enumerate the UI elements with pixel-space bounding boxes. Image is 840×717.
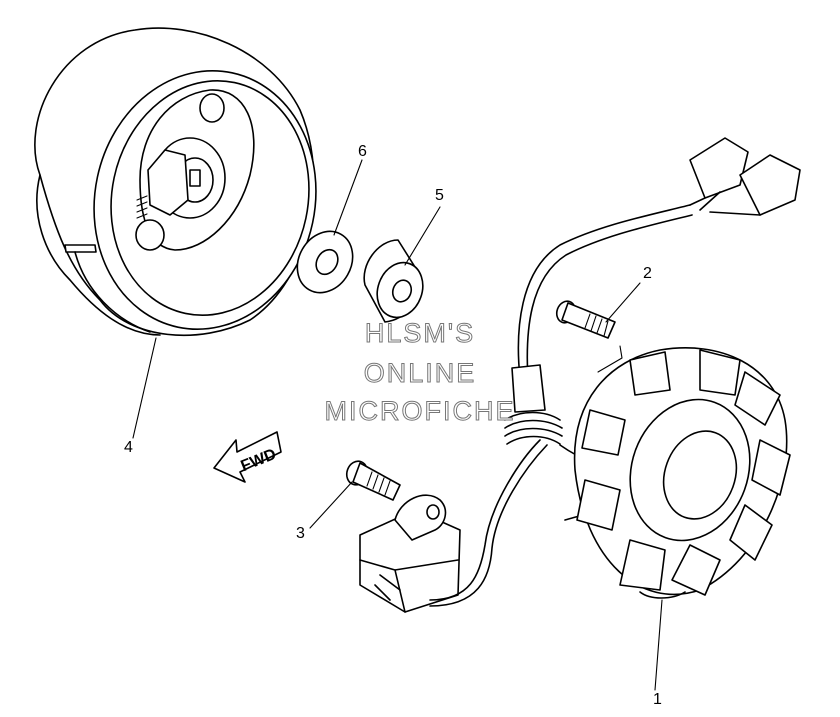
callout-3: 3 xyxy=(296,525,305,542)
callout-5: 5 xyxy=(435,187,444,204)
washer xyxy=(296,230,354,294)
callout-2: 2 xyxy=(643,265,652,282)
bolt-2 xyxy=(555,300,616,339)
forward-arrow-icon: FWD xyxy=(213,431,282,483)
watermark-line-3: MICROFICHE xyxy=(324,396,516,427)
connectors xyxy=(689,137,801,216)
callout-1: 1 xyxy=(653,691,662,708)
leader-lines xyxy=(132,159,663,691)
callout-6: 6 xyxy=(358,143,367,160)
watermark-line-2: ONLINE xyxy=(363,358,477,389)
stator xyxy=(573,347,791,599)
pickup-coil xyxy=(359,494,461,613)
flywheel-rotor xyxy=(34,27,317,337)
wire-harness xyxy=(429,204,693,607)
watermark-line-1: HLSM'S xyxy=(364,318,476,349)
bolt-3 xyxy=(345,460,401,501)
callout-4: 4 xyxy=(124,439,133,456)
collar-spacer xyxy=(363,239,424,323)
